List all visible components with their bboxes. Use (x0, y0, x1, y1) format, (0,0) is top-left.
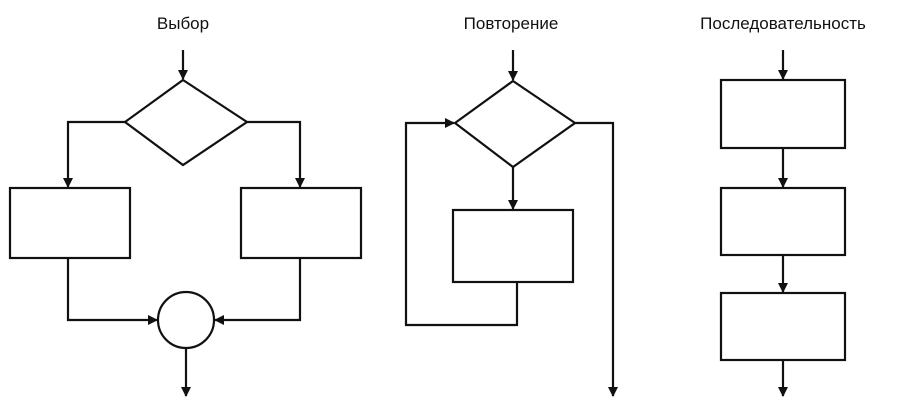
sequence-block-2 (719, 186, 847, 257)
repetition-condition-diamond (453, 79, 577, 169)
choice-right-merge (214, 258, 302, 325)
sequence-structure (719, 50, 847, 397)
choice-right-block (239, 186, 363, 260)
repetition-structure (404, 50, 618, 397)
choice-left-block (8, 186, 132, 260)
repetition-title: Повторение (463, 14, 559, 33)
choice-title: Выбор (156, 14, 210, 33)
sequence-title: Последовательность (700, 14, 866, 33)
repetition-loop-back (404, 118, 519, 327)
repetition-body-block (451, 208, 575, 284)
sequence-block-3 (719, 291, 847, 362)
repetition-exit-arrow (575, 121, 618, 397)
choice-left-merge (66, 258, 158, 325)
choice-right-branch (247, 120, 305, 188)
choice-structure (8, 50, 363, 397)
choice-condition-diamond (123, 78, 249, 167)
choice-left-branch (63, 120, 125, 188)
sequence-block-1 (719, 78, 847, 150)
choice-junction-circle (156, 290, 216, 350)
